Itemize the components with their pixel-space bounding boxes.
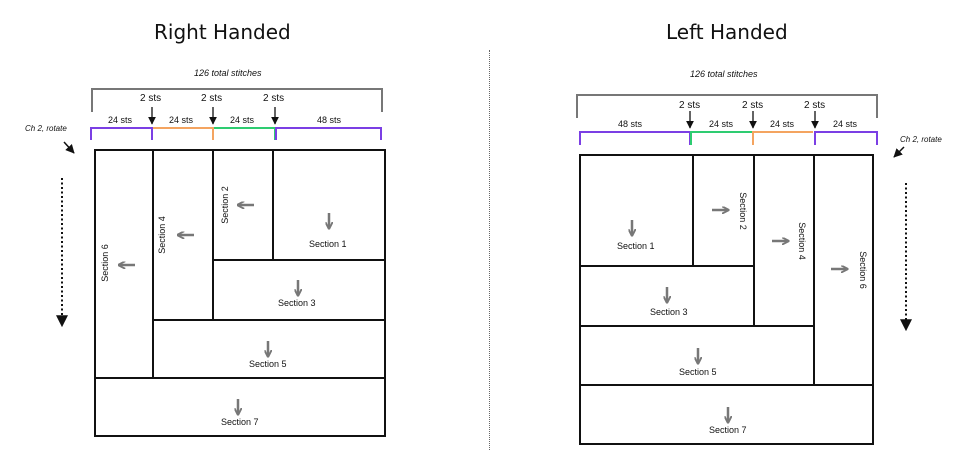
segment-bracket-green [214,127,276,140]
segment-bracket-green [690,131,752,145]
section-4-label: Section 4 [157,216,167,254]
rotate-label: Ch 2, rotate [25,124,67,133]
left-handed-diagram: 126 total stitches Ch 2, rotate 2 sts 2 … [490,0,970,455]
section-1-label: Section 1 [617,241,655,251]
section-4-label: Section 4 [797,222,807,260]
segment-label-1: 24 sts [108,115,133,125]
segment-bracket-purple-right [814,131,878,145]
increase-label-2: 2 sts [201,93,223,104]
total-bracket [91,88,383,112]
segment-label-3: 24 sts [230,115,255,125]
rotate-arrow [893,146,905,158]
section-6-label: Section 6 [100,244,110,282]
left-handed-title: Left Handed [666,20,788,44]
section-7-label: Section 7 [709,425,747,435]
blanket-outline [579,154,874,445]
segment-label-2: 24 sts [169,115,194,125]
section-3-label: Section 3 [650,307,688,317]
panel-divider [489,50,490,450]
segment-label-1: 48 sts [618,119,643,129]
segment-bracket-orange [752,131,813,145]
rotate-label: Ch 2, rotate [900,135,942,144]
total-bracket [576,94,878,118]
right-handed-diagram: 126 total stitches Ch 2, rotate 2 sts 2 … [0,0,480,455]
segment-label-2: 24 sts [709,119,734,129]
right-handed-title: Right Handed [154,20,291,44]
total-stitches-label: 126 total stitches [194,68,262,78]
blanket-outline [94,149,386,437]
section-2-label: Section 2 [738,192,748,230]
section-7-label: Section 7 [221,417,259,427]
segment-label-4: 48 sts [317,115,342,125]
segment-bracket-purple-left [579,131,691,145]
increase-label-3: 2 sts [263,93,285,104]
left-diagram-svg [576,94,912,445]
section-5-label: Section 5 [679,367,717,377]
increase-label-1: 2 sts [140,93,162,104]
right-diagram-svg [56,88,386,437]
total-stitches-label: 126 total stitches [690,69,758,79]
increase-label-3: 2 sts [804,100,826,111]
section-1-label: Section 1 [309,239,347,249]
segment-label-4: 24 sts [833,119,858,129]
segment-bracket-purple-right [275,127,382,140]
increase-label-2: 2 sts [742,100,764,111]
rotate-arrow [63,141,75,154]
section-2-label: Section 2 [220,186,230,224]
section-5-label: Section 5 [249,359,287,369]
segment-bracket-orange [153,127,214,140]
increase-label-1: 2 sts [679,100,701,111]
section-6-label: Section 6 [858,251,868,289]
segment-bracket-purple-left [90,127,153,140]
section-3-label: Section 3 [278,298,316,308]
segment-label-3: 24 sts [770,119,795,129]
